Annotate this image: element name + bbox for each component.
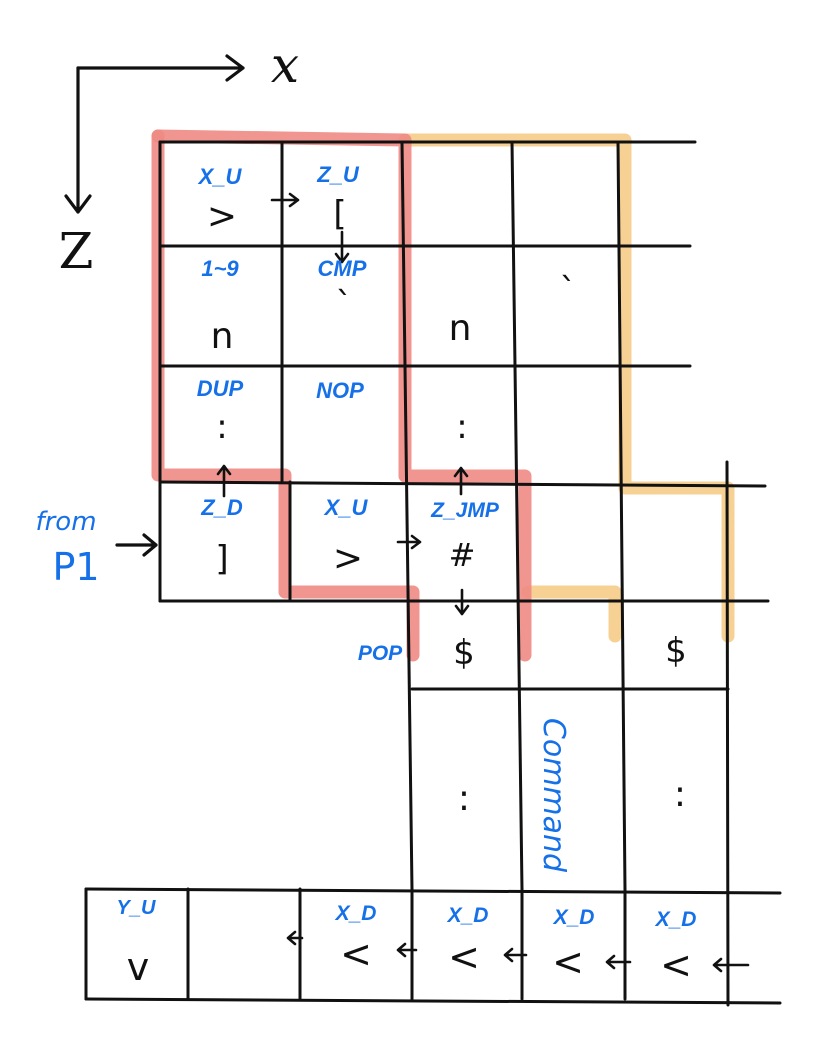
cell-r3c1-symbol: > — [333, 538, 363, 579]
z-axis-arrow — [64, 66, 92, 214]
cell-b4-symbol: < — [552, 940, 584, 984]
x-axis-label: x — [271, 36, 299, 94]
cell-r3c0-label: Z_D — [200, 495, 243, 520]
from-p1-label: from P1 — [35, 507, 99, 589]
arrow-right-r0 — [270, 192, 300, 208]
cell-r3c1-label: X_U — [323, 495, 369, 520]
axes: x Z — [59, 36, 299, 280]
cell-r1c3-symbol: ` — [560, 271, 577, 311]
arrow-down-r0c1 — [334, 230, 350, 264]
cell-r4c2-symbol: $ — [453, 633, 475, 673]
cell-b2-label: X_D — [335, 902, 377, 925]
cell-r1c1-symbol: ` — [336, 285, 353, 325]
cell-r0c1-label: Z_U — [316, 162, 360, 187]
cell-r2c1-label: NOP — [316, 378, 364, 403]
x-axis-arrow — [76, 54, 245, 82]
cell-b3-label: X_D — [447, 904, 489, 927]
cell-r0c0-label: X_U — [197, 164, 243, 189]
cell-r1c2-symbol: n — [449, 308, 472, 349]
cell-b2-symbol: < — [340, 932, 372, 976]
arrow-up-r3c0 — [216, 464, 232, 498]
flow-arrows — [115, 192, 750, 973]
p1-text: P1 — [52, 545, 99, 589]
z-axis-label: Z — [59, 222, 94, 280]
arrow-left-b3 — [503, 947, 528, 963]
cell-r3c2-label: Z_JMP — [430, 499, 500, 522]
cell-b5-symbol: < — [660, 943, 692, 987]
cell-r1c0-symbol: n — [211, 316, 234, 357]
cell-r1c1-label: CMP — [318, 256, 367, 281]
from-text: from — [35, 507, 96, 537]
arrow-left-b2 — [396, 942, 418, 958]
arrow-left-b4 — [605, 954, 632, 970]
command-label: Command — [536, 718, 571, 873]
cell-r2c2-symbol: : — [456, 407, 467, 447]
cell-b0-symbol: v — [127, 945, 150, 989]
cell-r4c4-symbol: $ — [665, 631, 687, 671]
cell-r4c2-label: POP — [358, 642, 403, 665]
arrow-right-r3 — [396, 534, 422, 550]
cell-b3-symbol: < — [448, 935, 480, 979]
cell-r0c0-symbol: > — [207, 196, 237, 237]
grid — [84, 140, 782, 1007]
arrow-left-b5 — [712, 957, 750, 973]
cell-b4-label: X_D — [553, 906, 595, 929]
arrow-down-r3c2 — [454, 588, 470, 616]
col2-dots-symbol: : — [458, 778, 470, 819]
cell-r2c0-label: DUP — [197, 376, 244, 401]
from-p1-arrow — [115, 533, 158, 557]
cell-r0c1-symbol: [ — [333, 194, 346, 234]
cell-r3c2-symbol: # — [449, 536, 476, 574]
cell-r3c0-symbol: ] — [215, 539, 228, 579]
arrow-up-r3c2 — [453, 466, 469, 496]
cell-r1c0-label: 1~9 — [201, 256, 239, 281]
cell-b0-label: Y_U — [117, 897, 156, 919]
arrow-left-b1 — [286, 930, 304, 946]
cell-b5-label: X_D — [655, 908, 697, 931]
col4-dots-symbol: : — [674, 774, 686, 815]
cell-r2c0-symbol: : — [216, 407, 227, 447]
